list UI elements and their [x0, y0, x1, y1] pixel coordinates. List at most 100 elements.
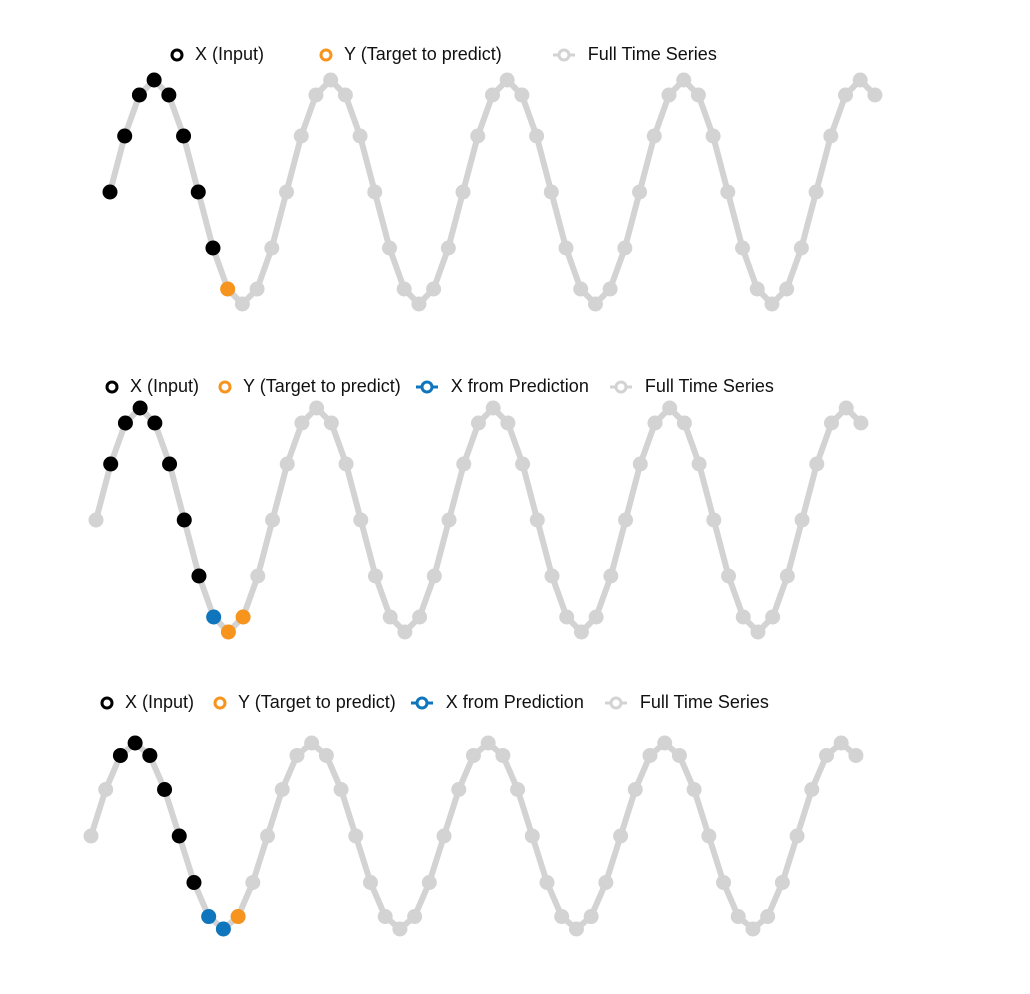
- full-time-series-point: [661, 87, 677, 103]
- full-time-series-point: [470, 415, 486, 431]
- full-time-series-point: [793, 240, 809, 256]
- x-input-point: [117, 128, 133, 144]
- full-time-series-point: [853, 415, 869, 431]
- legend-item-x-from-prediction: X from Prediction: [415, 376, 589, 397]
- full-time-series-point: [838, 87, 853, 103]
- full-time-series-point: [824, 415, 839, 431]
- full-time-series-point: [480, 735, 496, 751]
- legend: X (Input)Y (Target to predict)X from Pre…: [100, 692, 797, 713]
- full-time-series-point: [397, 624, 413, 640]
- full-time-series-point: [662, 400, 678, 416]
- full-time-series-line: [88, 740, 858, 932]
- full-time-series-point: [618, 512, 634, 528]
- full-time-series-point: [353, 512, 369, 528]
- full-time-series-point: [348, 828, 364, 844]
- full-time-series-point: [764, 296, 780, 312]
- full-time-series-point: [234, 296, 250, 312]
- full-time-series-point: [804, 782, 820, 797]
- legend-label: X (Input): [195, 44, 265, 64]
- x-input-point: [103, 456, 119, 472]
- full-time-series-point: [510, 782, 526, 797]
- full-time-series-point: [627, 782, 643, 797]
- full-time-series-point: [602, 281, 618, 297]
- legend-label: X (Input): [130, 376, 200, 396]
- full-time-series-point: [583, 909, 599, 925]
- x-input-point: [161, 87, 177, 103]
- full-time-series-point: [789, 828, 805, 844]
- full-time-series-point: [524, 828, 540, 844]
- full-time-series-point: [323, 415, 339, 431]
- full-time-series-point: [690, 87, 706, 103]
- legend-label: Y (Target to predict): [238, 692, 396, 712]
- x-from-prediction-point: [201, 909, 217, 925]
- full-time-series-point: [514, 87, 530, 103]
- full-time-series-point: [265, 512, 281, 528]
- full-time-series-point: [294, 415, 310, 431]
- full-time-series-point: [587, 296, 603, 312]
- full-time-series-point: [323, 72, 339, 88]
- full-time-series-point: [852, 72, 868, 88]
- full-time-series-point: [819, 747, 834, 763]
- full-time-series-point: [779, 281, 795, 297]
- full-time-series-point: [838, 400, 854, 416]
- x-input-point: [186, 875, 202, 890]
- legend-item-x-input: X (Input): [105, 376, 200, 397]
- x-input-point: [102, 184, 118, 200]
- full-time-series-point: [745, 921, 761, 937]
- full-time-series-point: [436, 828, 452, 844]
- full-time-series-point: [588, 609, 604, 625]
- full-time-series-point: [412, 609, 428, 625]
- legend-marker-icon: [415, 380, 439, 394]
- full-time-series-point: [721, 568, 737, 584]
- full-time-series-point: [848, 747, 864, 763]
- full-time-series-point: [441, 512, 457, 528]
- legend-item-full-time-series: Full Time Series: [604, 692, 769, 713]
- full-time-series-point: [293, 128, 309, 144]
- full-time-series-point: [558, 240, 574, 256]
- full-time-series-point: [543, 184, 559, 200]
- full-time-series-point: [647, 415, 663, 431]
- full-time-series-point: [377, 909, 393, 925]
- legend-marker-icon: [319, 48, 333, 62]
- full-time-series-point: [613, 828, 629, 844]
- full-time-series-point: [686, 782, 702, 797]
- full-time-series-point: [362, 875, 378, 890]
- full-time-series-point: [515, 456, 531, 472]
- full-time-series-point: [559, 609, 575, 625]
- full-time-series-point: [279, 456, 295, 472]
- full-time-series-point: [544, 568, 560, 584]
- full-time-series-point: [407, 909, 423, 925]
- full-time-series-point: [774, 875, 790, 890]
- full-time-series-point: [421, 875, 437, 890]
- full-time-series-point: [289, 747, 305, 763]
- legend-item-full-time-series: Full Time Series: [609, 376, 774, 397]
- legend-label: Full Time Series: [644, 376, 774, 396]
- plot-0: [102, 72, 883, 312]
- full-time-series-point: [867, 87, 883, 103]
- full-time-series-point: [260, 828, 276, 844]
- x-input-point: [205, 240, 221, 256]
- x-input-point: [176, 512, 192, 528]
- full-time-series-point: [304, 735, 320, 751]
- x-input-point: [131, 87, 147, 103]
- x-input-point: [132, 400, 148, 416]
- full-time-series-point: [367, 184, 383, 200]
- plot-1: [88, 400, 869, 640]
- x-input-point: [190, 184, 206, 200]
- x-input-point: [127, 735, 143, 751]
- full-time-series-point: [411, 296, 427, 312]
- full-time-series-point: [249, 281, 265, 297]
- full-time-series-point: [765, 609, 781, 625]
- x-input-point: [117, 415, 133, 431]
- full-time-series-point: [455, 184, 471, 200]
- full-time-series-point: [308, 87, 324, 103]
- full-time-series-point: [779, 568, 795, 584]
- full-time-series-point: [318, 747, 334, 763]
- full-time-series-point: [456, 456, 472, 472]
- full-time-series-point: [573, 281, 589, 297]
- legend: X (Input)Y (Target to predict)X from Pre…: [105, 376, 802, 397]
- legend-label: Y (Target to predict): [344, 44, 502, 64]
- full-time-series-point: [485, 400, 501, 416]
- legend-marker-icon: [213, 696, 227, 710]
